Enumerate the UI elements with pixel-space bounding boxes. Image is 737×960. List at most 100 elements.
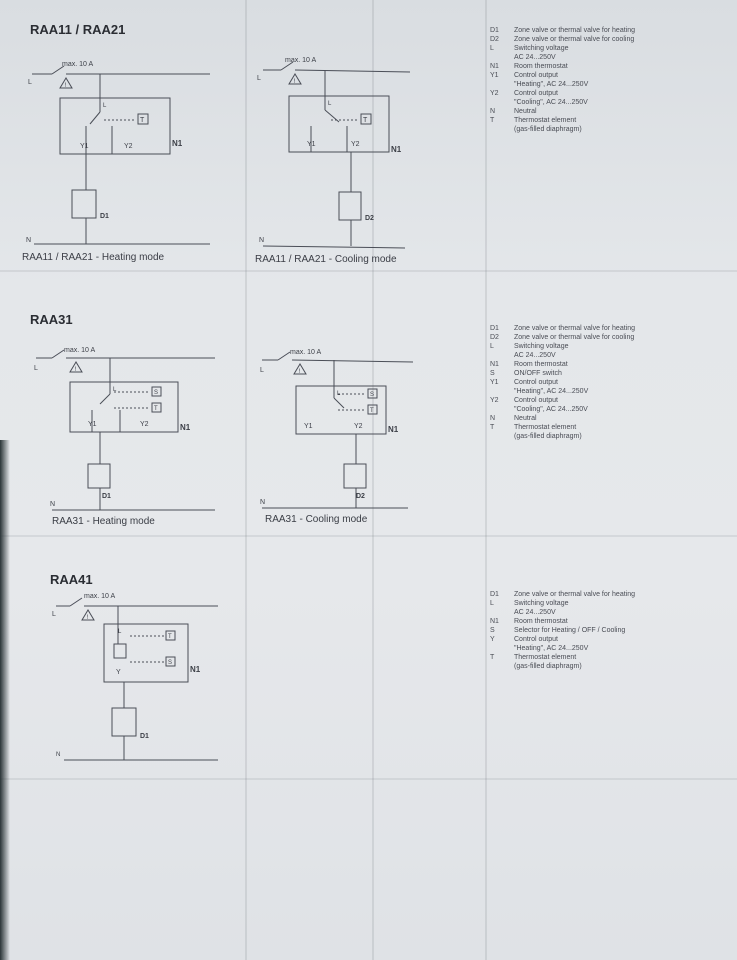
warning-icon [288, 73, 302, 85]
caption-raa11-cooling: RAA11 / RAA21 - Cooling mode [255, 254, 397, 265]
legend-code: Y2 [490, 397, 499, 404]
line-label: L [257, 75, 261, 82]
line-label: L [28, 79, 32, 86]
legend-text: Thermostat element (gas-filled diaphragm… [514, 117, 582, 133]
warning-icon [69, 361, 83, 373]
load-label: D1 [102, 493, 111, 500]
legend-item: N Neutral [490, 414, 635, 423]
device-label: N1 [391, 145, 402, 154]
thermostat-box [288, 95, 390, 153]
device-label: N1 [388, 425, 399, 434]
section-title-raa31: RAA31 [30, 312, 73, 327]
output-y-label: Y [116, 669, 121, 676]
rating-label: max. 10 A [290, 349, 321, 356]
line-label: L [260, 367, 264, 374]
thermostat-label: T [140, 117, 145, 124]
legend-text: Zone valve or thermal valve for cooling [514, 334, 635, 341]
legend-text: Thermostat element (gas-filled diaphragm… [514, 424, 582, 440]
legend-text: Control output "Cooling", AC 24...250V [514, 397, 588, 413]
valve-actuator [338, 191, 362, 221]
legend-code: S [490, 370, 495, 377]
legend-code: T [490, 654, 495, 661]
caption-raa31-heating: RAA31 - Heating mode [52, 516, 155, 527]
legend-text: Control output "Cooling", AC 24...250V [514, 90, 588, 106]
fold-line [245, 0, 247, 960]
legend-text: Room thermostat [514, 63, 568, 70]
switch-element [165, 656, 176, 667]
output-y2-label: Y2 [124, 143, 133, 150]
rating-label: max. 10 A [84, 593, 115, 600]
legend-raa11: D1 Zone valve or thermal valve for heatin… [490, 26, 635, 134]
warning-icon: ! [294, 79, 296, 85]
legend-code: T [490, 117, 495, 124]
legend-code: Y1 [490, 72, 499, 79]
thermostat-label: T [363, 117, 368, 124]
warning-icon: ! [299, 369, 301, 375]
output-y2-label: Y2 [351, 141, 360, 148]
rating-label: max. 10 A [285, 57, 316, 64]
legend-text: Switching voltage AC 24...250V [514, 600, 569, 616]
fold-line [0, 535, 737, 537]
thermostat-element [360, 113, 372, 125]
thermostat-element [137, 113, 149, 125]
wiring-diagram-raa31-cooling: max. 10 A L ! L S T Y1 Y2 N1 D2 N [260, 349, 414, 509]
line-label: L [52, 611, 56, 618]
line-label: L [34, 365, 38, 372]
legend-text: Neutral [514, 415, 537, 422]
thermostat-box [59, 97, 171, 155]
device-label: N1 [190, 665, 201, 674]
output-y2-label: Y2 [140, 421, 149, 428]
legend-text: Control output "Heating", AC 24...250V [514, 72, 589, 88]
load-label: D2 [365, 215, 374, 222]
legend-item: T Thermostat element (gas-filled diaphrag… [490, 116, 635, 134]
legend-text: Room thermostat [514, 361, 568, 368]
switch-label: S [370, 392, 374, 398]
legend-code: L [490, 600, 494, 607]
legend-item: D1 Zone valve or thermal valve for heatin… [490, 26, 635, 35]
warning-icon: ! [65, 83, 67, 89]
legend-code: Y [490, 636, 495, 643]
caption-raa31-cooling: RAA31 - Cooling mode [265, 514, 368, 525]
legend-code: L [490, 45, 494, 52]
legend-text: Switching voltage AC 24...250V [514, 343, 569, 359]
warning-icon: ! [75, 367, 77, 373]
section-title-raa11: RAA11 / RAA21 [30, 22, 126, 37]
thermostat-box [69, 381, 179, 433]
neutral-label: N [26, 237, 31, 244]
output-y2-label: Y2 [354, 423, 363, 430]
thermostat-element [151, 402, 162, 413]
fold-line [0, 270, 737, 272]
legend-code: N [490, 415, 496, 422]
output-y1-label: Y1 [304, 423, 313, 430]
output-y1-label: Y1 [307, 141, 316, 148]
inner-line-label: L [113, 387, 117, 393]
legend-code: Y1 [490, 379, 499, 386]
warning-icon [81, 609, 95, 621]
wiring-diagram-raa11-cooling: max. 10 A L ! L T Y1 Y2 N1 D2 N [257, 57, 411, 249]
legend-text: Zone valve or thermal valve for heating [514, 27, 636, 34]
thermostat-label: T [168, 634, 172, 640]
legend-code: D1 [490, 325, 499, 332]
legend-text: Selector for Heating / OFF / Cooling [514, 627, 626, 634]
switch-label: S [168, 660, 172, 666]
legend-raa31: D1 Zone valve or thermal valve for heatin… [490, 324, 635, 441]
legend-code: D1 [490, 27, 499, 34]
caption-raa11-heating: RAA11 / RAA21 - Heating mode [22, 252, 165, 263]
legend-code: Y2 [490, 90, 499, 97]
load-label: D1 [100, 213, 109, 220]
legend-text: Zone valve or thermal valve for heating [514, 325, 636, 332]
